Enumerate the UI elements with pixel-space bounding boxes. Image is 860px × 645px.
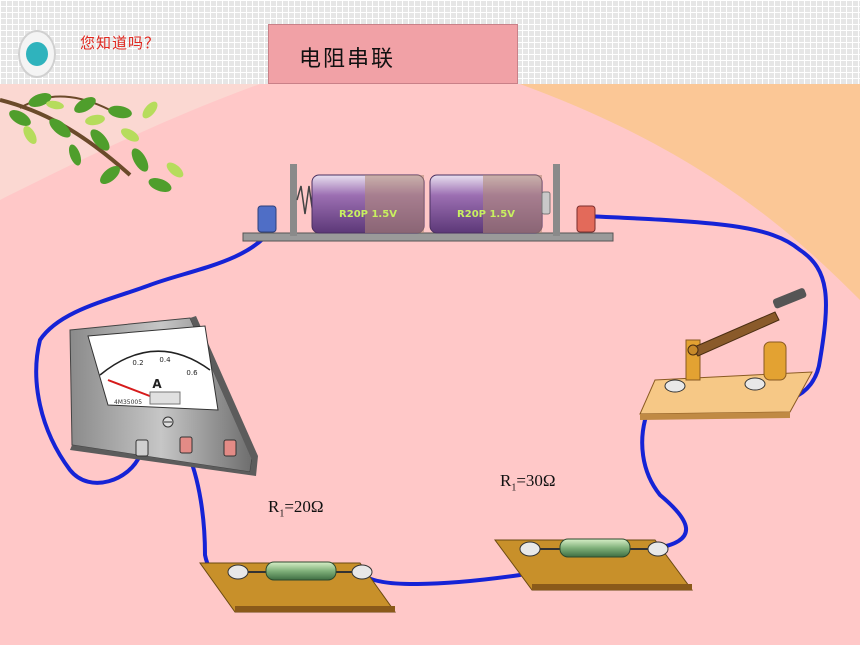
wire-battery-to-meter (34, 226, 274, 485)
ammeter-needle (107, 379, 156, 399)
bullet-badge-icon (18, 30, 56, 78)
resistor-1-terminal-right (351, 564, 373, 580)
battery-positive-terminal (576, 205, 596, 233)
switch-clip (763, 341, 787, 381)
resistor-1-body (265, 561, 337, 581)
battery-cell-2-label: R20P 1.5V (457, 209, 515, 220)
knife-switch (639, 288, 813, 420)
ammeter-dial (87, 325, 219, 411)
title-box: 电阻串联 (268, 24, 518, 84)
resistor-2-terminal-right (647, 541, 669, 557)
ammeter-terminal-negative (135, 439, 149, 457)
peach-accent-shape (520, 84, 860, 300)
wire-switch-to-battery (583, 214, 828, 402)
hint-text: 您知道吗？ (80, 34, 161, 52)
ammeter: 0.2 0.4 0.6 A 4M35005 (69, 316, 258, 476)
ammeter-terminal-middle (179, 436, 193, 454)
ammeter-brand: 4M35005 (114, 399, 142, 406)
switch-terminal-left (664, 379, 686, 393)
ammeter-terminal-positive (223, 439, 237, 457)
page-title: 电阻串联 (299, 47, 396, 72)
battery-negative-terminal (257, 205, 277, 233)
resistor-2-terminal-left (519, 541, 541, 557)
leaf-branch-decoration (0, 93, 184, 192)
resistor-2 (494, 538, 693, 591)
ammeter-scale-label-2: 0.4 (159, 356, 171, 364)
resistor-2-body (559, 538, 631, 558)
light-accent-shape (0, 84, 260, 200)
ammeter-scale-arc (99, 350, 211, 376)
ammeter-unit-symbol: A (152, 377, 162, 391)
battery-cell-1-label: R20P 1.5V (339, 209, 397, 220)
ammeter-scale-label-3: 0.6 (186, 369, 198, 377)
ammeter-scale-label-1: 0.2 (132, 359, 143, 367)
resistor-1 (199, 561, 396, 613)
resistor-2-label: R1=30Ω (500, 471, 556, 494)
switch-terminal-right (744, 377, 766, 391)
resistor-1-terminal-left (227, 564, 249, 580)
resistor-1-label: R1=20Ω (268, 497, 324, 520)
battery-holder: R20P 1.5V R20P 1.5V (242, 164, 614, 242)
switch-handle (772, 288, 807, 309)
